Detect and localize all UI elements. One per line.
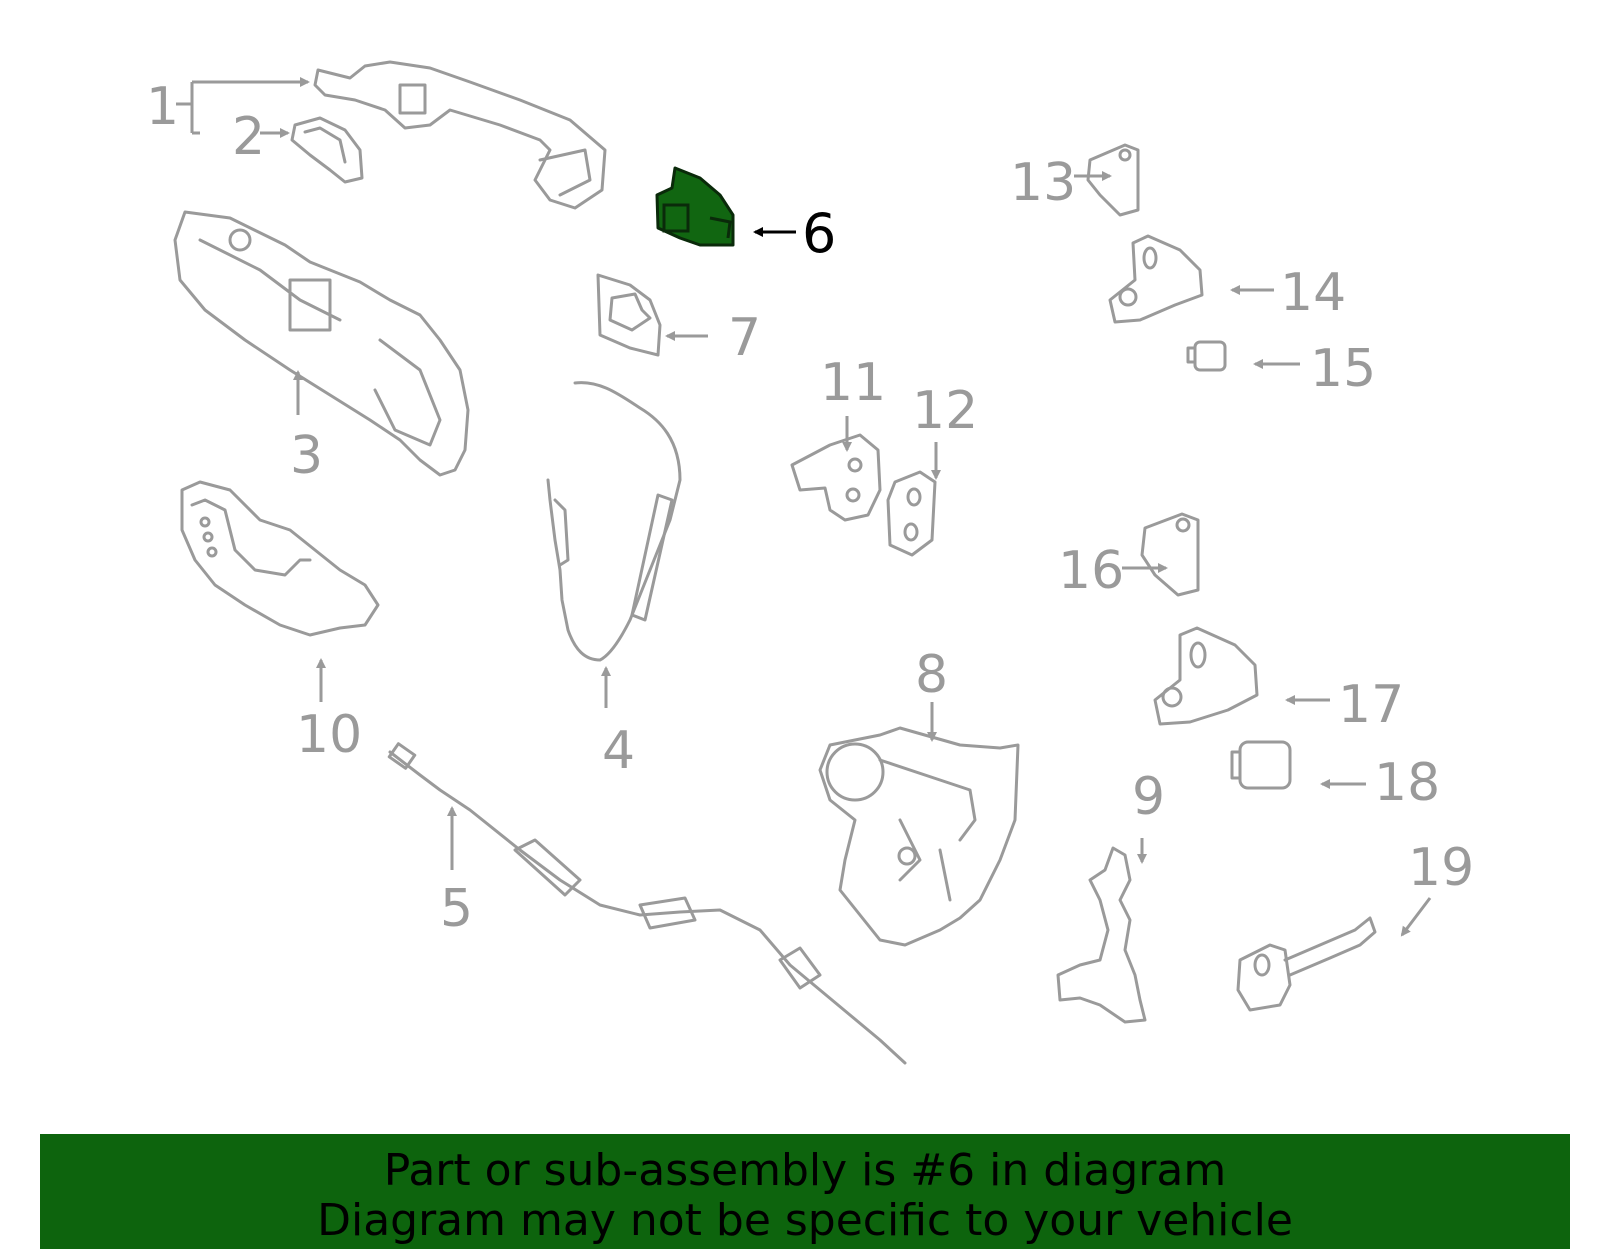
part-16-hinge	[1140, 512, 1200, 597]
label-9: 9	[1132, 767, 1165, 827]
part-19-check-strap	[1236, 916, 1377, 1012]
banner-line-1: Part or sub-assembly is #6 in diagram	[383, 1145, 1227, 1196]
label-13: 13	[1010, 153, 1076, 213]
label-14: 14	[1280, 263, 1346, 323]
parts-diagram: 1 2 3 4 5 6 7 8 9 10 11 12 13 14 15 16 1…	[146, 60, 1474, 1065]
part-6-highlighted	[655, 166, 735, 247]
label-5: 5	[440, 879, 473, 939]
label-18: 18	[1374, 753, 1440, 813]
label-11: 11	[820, 353, 886, 413]
label-3: 3	[290, 426, 323, 486]
label-6: 6	[802, 202, 836, 265]
label-16: 16	[1058, 541, 1124, 601]
part-9-rod	[1056, 846, 1147, 1024]
label-2: 2	[232, 107, 265, 167]
label-10: 10	[296, 705, 362, 765]
part-2-gasket	[290, 116, 364, 184]
part-14-hinge	[1108, 234, 1204, 324]
part-12-shim	[886, 470, 937, 557]
part-15-bushing	[1186, 340, 1227, 372]
part-7-plate	[596, 273, 662, 357]
label-1: 1	[146, 77, 179, 137]
part-10-inside-handle	[180, 480, 380, 637]
label-4: 4	[602, 721, 635, 781]
part-1-outside-handle	[313, 60, 607, 210]
part-8-latch	[818, 726, 1020, 947]
label-8: 8	[915, 645, 948, 705]
part-4-cable	[546, 381, 682, 662]
label-19: 19	[1408, 838, 1474, 898]
label-7: 7	[728, 308, 761, 368]
label-arrows	[176, 82, 1432, 937]
part-3-bracket	[173, 210, 470, 477]
info-banner: Part or sub-assembly is #6 in diagram Di…	[40, 1134, 1570, 1249]
banner-line-2: Diagram may not be specific to your vehi…	[317, 1195, 1293, 1246]
part-13-hinge	[1086, 143, 1140, 217]
label-15: 15	[1310, 339, 1376, 399]
label-17: 17	[1338, 675, 1404, 735]
part-5-cable	[387, 742, 907, 1065]
label-12: 12	[912, 381, 978, 441]
part-18-bushing	[1230, 740, 1292, 790]
part-11-striker	[790, 433, 882, 522]
part-17-hinge	[1153, 626, 1259, 726]
